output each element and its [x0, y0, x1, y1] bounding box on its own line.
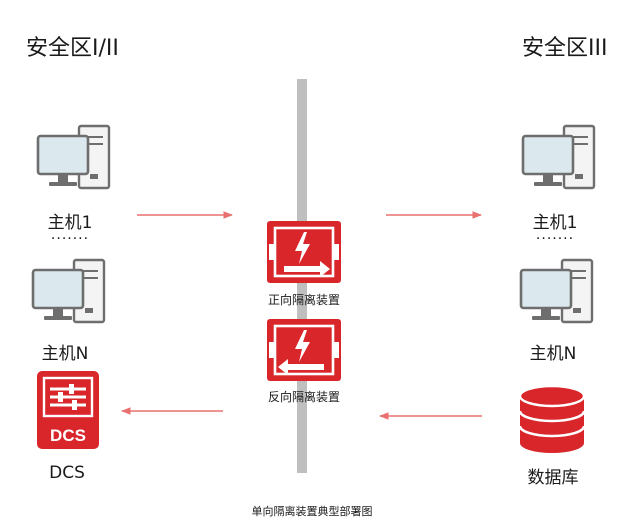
left-host-ellipsis: ······· [50, 231, 90, 247]
reverse-isolation-device-icon [266, 318, 342, 382]
forward-device-label: 正向隔离装置 [267, 293, 340, 307]
diagram-caption: 单向隔离装置典型部署图 [251, 505, 373, 518]
dcs-icon: DCS [37, 371, 99, 449]
left-host-first-computer-icon [35, 124, 115, 196]
right-host-first-label: 主机1 [532, 213, 578, 233]
database-label: 数据库 [527, 468, 579, 488]
right-host-first-computer-icon [520, 124, 600, 196]
forward-isolation-device-icon [266, 220, 342, 284]
dcs-icon-text: DCS [50, 426, 86, 445]
database-icon [518, 385, 586, 453]
right-host-ellipsis: ······· [535, 231, 575, 247]
reverse-device-label: 反向隔离装置 [267, 390, 340, 404]
left-host-last-computer-icon [30, 258, 110, 330]
right-host-last-label: 主机N [529, 344, 577, 364]
left-zone-title: 安全区I/II [26, 36, 119, 61]
dcs-label: DCS [49, 463, 85, 483]
right-zone-title: 安全区III [522, 36, 608, 61]
left-host-first-label: 主机1 [47, 213, 93, 233]
right-host-last-computer-icon [518, 258, 598, 330]
left-host-last-label: 主机N [41, 344, 89, 364]
